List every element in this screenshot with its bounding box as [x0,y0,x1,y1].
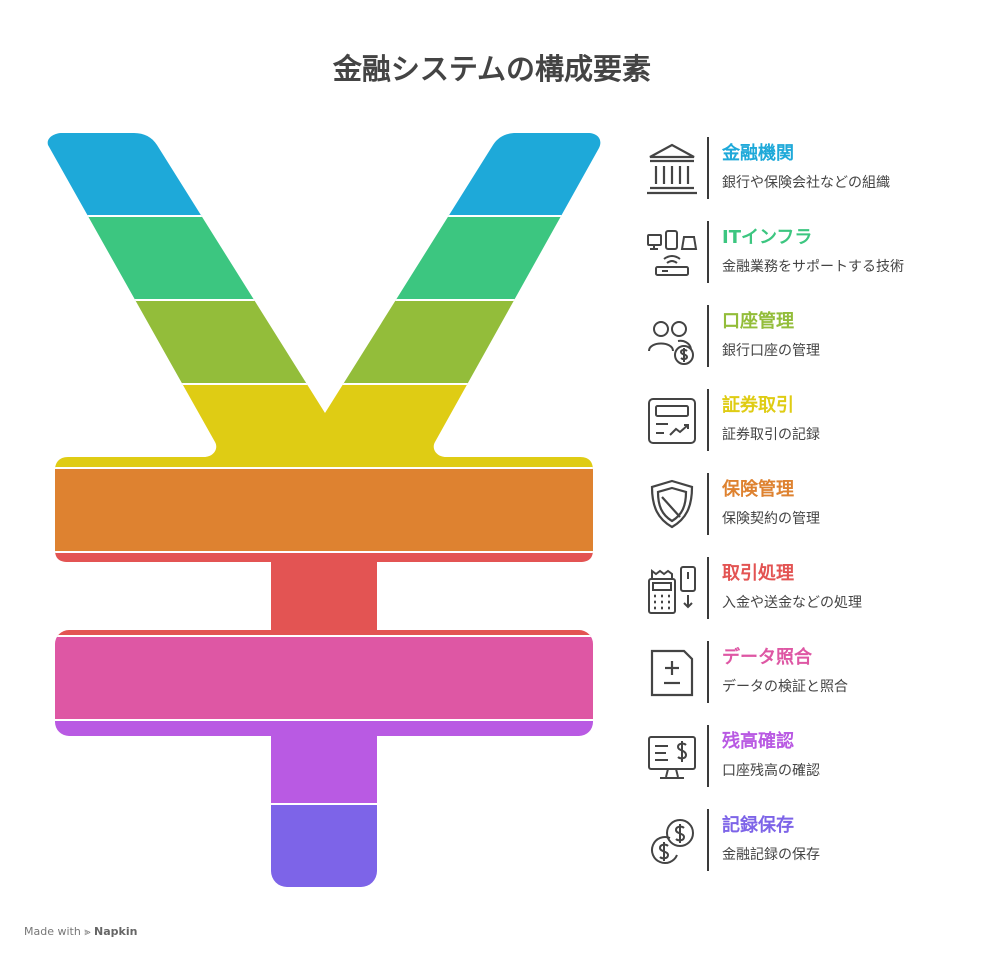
legend-description: 保険契約の管理 [722,511,820,527]
footer-prefix: Made with [24,925,81,938]
legend-item-financial-institutions: 金融機関 銀行や保険会社などの組織 [644,137,944,201]
legend-description: 銀行口座の管理 [722,343,820,359]
band-financial-institutions [47,133,601,216]
band-account-management [47,300,601,384]
monitor-dollar-icon [648,736,696,779]
document-plus-minus-icon [650,649,694,697]
legend-description: データの検証と照合 [722,679,848,695]
band-securities-trading [47,384,601,468]
legend-description: 金融業務をサポートする技術 [722,259,904,275]
legend-item-data-reconciliation: データ照合 データの検証と照合 [644,641,944,705]
legend-item-transaction-processing: 取引処理 入金や送金などの処理 [644,557,944,621]
legend-divider [707,389,709,451]
legend-name: 記録保存 [722,815,794,836]
band-it-infrastructure [47,216,601,300]
legend-description: 口座残高の確認 [722,763,820,779]
band-transaction-processing [47,552,601,636]
legend-name: 金融機関 [722,143,794,164]
legend-name: 口座管理 [722,311,794,332]
legend-name: 保険管理 [722,479,794,500]
footer-credit: Made with ⫸ Napkin [24,925,137,939]
legend-description: 証券取引の記録 [722,427,820,443]
users-dollar-icon [648,321,694,365]
legend-divider [707,809,709,871]
legend-item-securities-trading: 証券取引 証券取引の記録 [644,389,944,453]
legend-item-insurance-management: 保険管理 保険契約の管理 [644,473,944,537]
pos-terminal-icon [648,566,696,614]
legend-item-account-management: 口座管理 銀行口座の管理 [644,305,944,369]
legend-description: 金融記録の保存 [722,847,820,863]
yen-diagram [47,133,601,887]
legend-name: データ照合 [722,647,812,668]
legend-name: 残高確認 [722,731,794,752]
network-devices-icon [647,230,698,276]
legend-divider [707,305,709,367]
legend-description: 銀行や保険会社などの組織 [722,175,890,191]
legend-divider [707,725,709,787]
shield-icon [650,479,694,529]
band-record-keeping [47,804,601,887]
legend-description: 入金や送金などの処理 [722,595,862,611]
page-title: 金融システムの構成要素 [332,52,652,86]
legend-divider [707,641,709,703]
legend-item-record-keeping: 記録保存 金融記録の保存 [644,809,944,873]
footer-brand: Napkin [94,925,138,938]
coins-icon [651,819,694,864]
legend-name: 取引処理 [722,563,794,584]
trading-form-icon [648,398,696,444]
legend-name: ITインフラ [722,227,813,248]
legend-item-balance-check: 残高確認 口座残高の確認 [644,725,944,789]
legend-divider [707,221,709,283]
bank-icon [647,143,697,195]
legend-divider [707,137,709,199]
legend-divider [707,473,709,535]
band-data-reconciliation [47,636,601,720]
legend-divider [707,557,709,619]
legend-item-it-infrastructure: ITインフラ 金融業務をサポートする技術 [644,221,944,285]
napkin-logo-icon: ⫸ [84,925,91,938]
band-balance-check [47,720,601,804]
legend-name: 証券取引 [722,395,794,416]
band-insurance-management [47,468,601,552]
